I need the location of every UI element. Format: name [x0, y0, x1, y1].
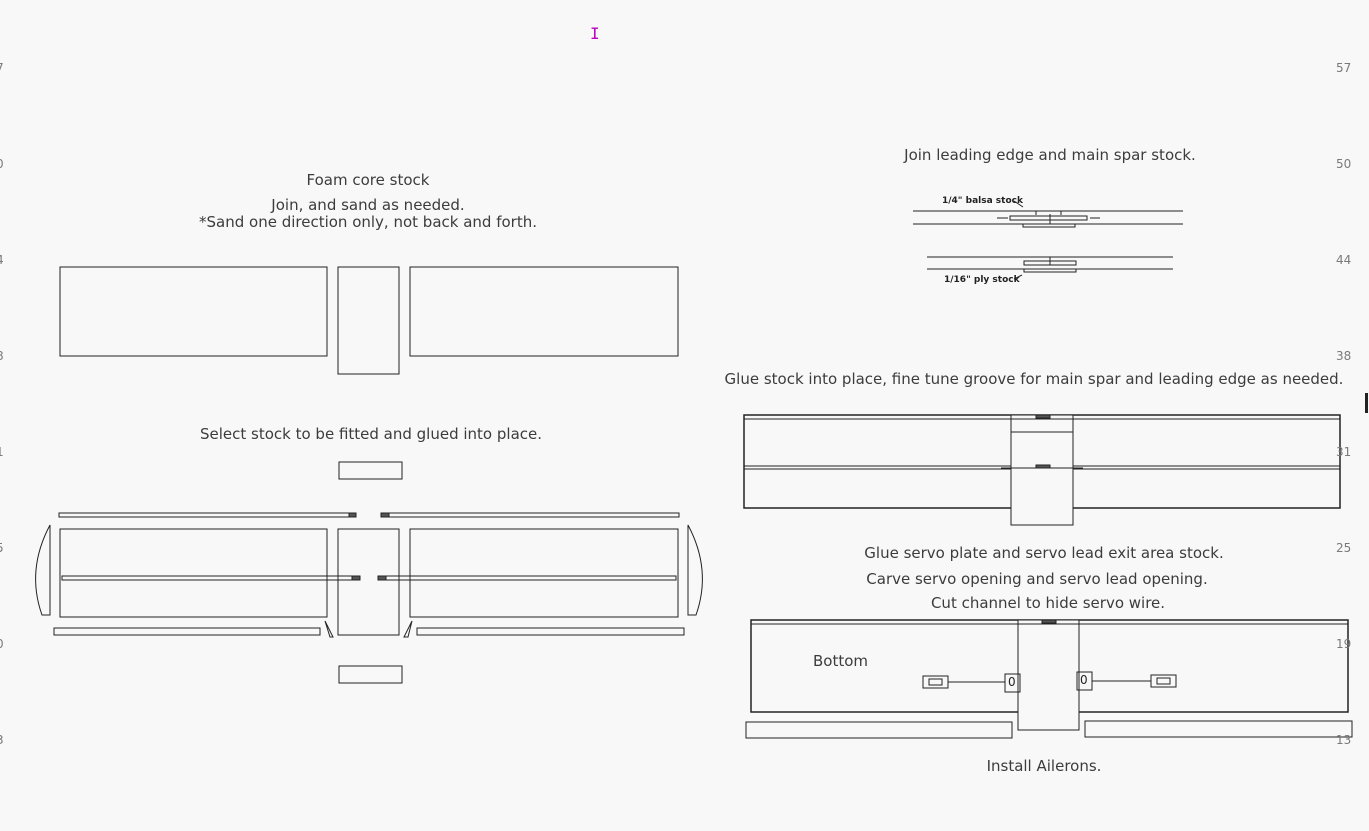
ruler-label-clipped: 7 — [0, 61, 4, 75]
stock-plate-bottom — [338, 665, 403, 684]
wing-tip-left — [35, 524, 51, 616]
ruler-label-clipped: 8 — [0, 349, 4, 363]
trailing-edge-right — [416, 627, 685, 636]
wing-panel-right — [409, 528, 679, 618]
bottom-label: Bottom — [813, 652, 869, 670]
main-spar-right — [377, 575, 677, 581]
ruler-label-clipped: 5 — [0, 541, 4, 555]
wing-panel-center — [337, 528, 400, 636]
leading-edge-strip-left — [58, 512, 357, 518]
ruler-label: 38 — [1336, 349, 1352, 363]
ruler-label: 50 — [1336, 157, 1352, 171]
stock-plate-top — [338, 461, 403, 480]
servo-caption-line2: Carve servo opening and servo lead openi… — [866, 570, 1208, 588]
ply-stock-label: 1/16" ply stock — [944, 275, 1020, 285]
servo-mark-left: 0 — [1008, 675, 1016, 689]
foam-panel-right — [409, 266, 679, 357]
ruler-label: 19 — [1336, 637, 1352, 651]
ruler-label: 31 — [1336, 445, 1352, 459]
aileron-left — [745, 721, 1013, 739]
servo-caption-line1: Glue servo plate and servo lead exit are… — [864, 544, 1224, 562]
ruler-label: 25 — [1336, 541, 1352, 555]
ruler-label-clipped: 0 — [0, 157, 4, 171]
wing-tip-right — [687, 524, 703, 616]
servo-opening-left — [922, 675, 949, 689]
ruler-label: 44 — [1336, 253, 1352, 267]
select-stock-caption: Select stock to be fitted and glued into… — [199, 425, 543, 443]
join-detail-diagram — [913, 200, 1183, 280]
main-spar-left — [61, 575, 361, 581]
ruler-label-clipped: 0 — [0, 637, 4, 651]
trailing-edge-left — [53, 627, 321, 636]
wing-panel-left — [59, 528, 328, 618]
install-ailerons-caption: Install Ailerons. — [986, 757, 1102, 775]
leading-edge-strip-right — [380, 512, 680, 518]
ruler-label: 57 — [1336, 61, 1352, 75]
servo-opening-right — [1150, 674, 1177, 688]
foam-core-title: Foam core stock — [306, 171, 430, 189]
servo-bottom-diagram — [745, 619, 1353, 739]
foam-panel-center — [337, 266, 400, 375]
foam-core-line1: Join, and sand as needed. — [271, 196, 465, 214]
servo-mark-right: 0 — [1080, 673, 1088, 687]
ruler-label-clipped: 1 — [0, 445, 4, 459]
aileron-right — [1084, 720, 1353, 738]
ruler-label: 13 — [1336, 733, 1352, 747]
foam-panel-left — [59, 266, 328, 357]
ruler-label-clipped: 4 — [0, 253, 4, 267]
glued-wing-diagram — [743, 414, 1341, 526]
balsa-stock-label: 1/4" balsa stock — [942, 196, 1023, 206]
foam-core-line2: *Sand one direction only, not back and f… — [199, 213, 537, 231]
servo-caption-line3: Cut channel to hide servo wire. — [930, 594, 1166, 612]
ruler-label-clipped: 3 — [0, 733, 4, 747]
glue-stock-caption: Glue stock into place, fine tune groove … — [724, 370, 1344, 388]
text-cursor-icon: I — [590, 24, 600, 43]
join-caption: Join leading edge and main spar stock. — [904, 146, 1196, 164]
scroll-marker[interactable] — [1365, 393, 1368, 413]
